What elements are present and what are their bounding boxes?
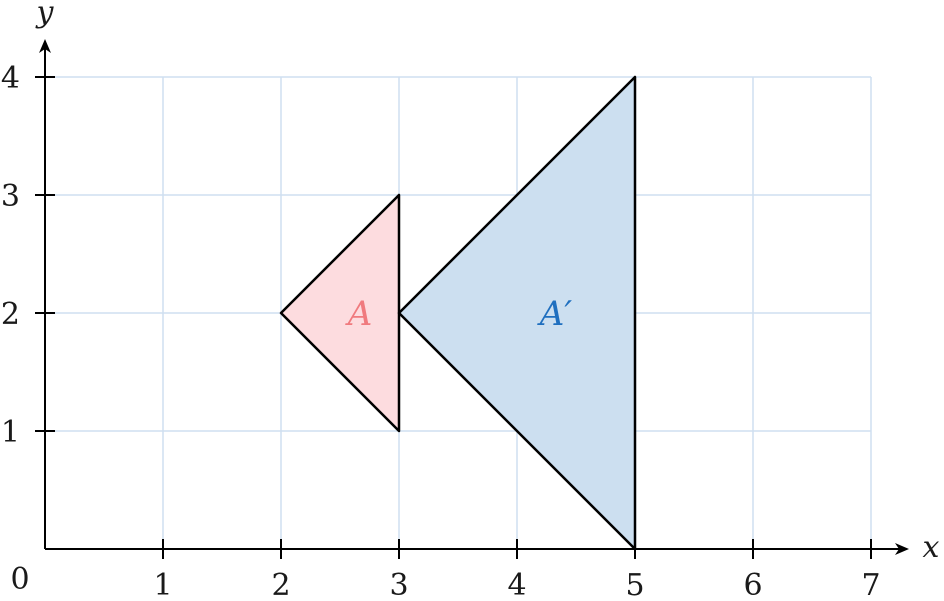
triangle-a-prime-label: A′ [537, 294, 573, 334]
triangle-a-prime [397, 75, 637, 551]
origin-label: 0 [10, 562, 29, 597]
x-tick-label-6: 6 [743, 568, 762, 601]
x-tick-label-1: 1 [153, 568, 172, 601]
ticks: 1 2 3 4 5 6 7 1 2 3 4 [1, 61, 881, 601]
y-axis-label: y [35, 0, 55, 30]
y-tick-label-4: 4 [1, 61, 20, 96]
y-tick-label-2: 2 [1, 297, 20, 332]
shapes: A A′ [279, 75, 637, 551]
triangle-a [279, 193, 401, 433]
axes [39, 39, 909, 555]
x-tick-label-7: 7 [861, 568, 880, 601]
triangle-a-label: A [345, 294, 373, 334]
x-tick-label-4: 4 [507, 568, 526, 601]
y-tick-label-3: 3 [1, 179, 20, 214]
y-tick-label-1: 1 [1, 415, 20, 450]
x-tick-label-3: 3 [389, 568, 408, 601]
x-axis-arrowhead [895, 543, 909, 555]
x-axis-label: x [923, 530, 940, 565]
x-tick-label-2: 2 [271, 568, 290, 601]
y-axis-arrowhead [39, 39, 51, 53]
x-tick-label-5: 5 [625, 568, 644, 601]
